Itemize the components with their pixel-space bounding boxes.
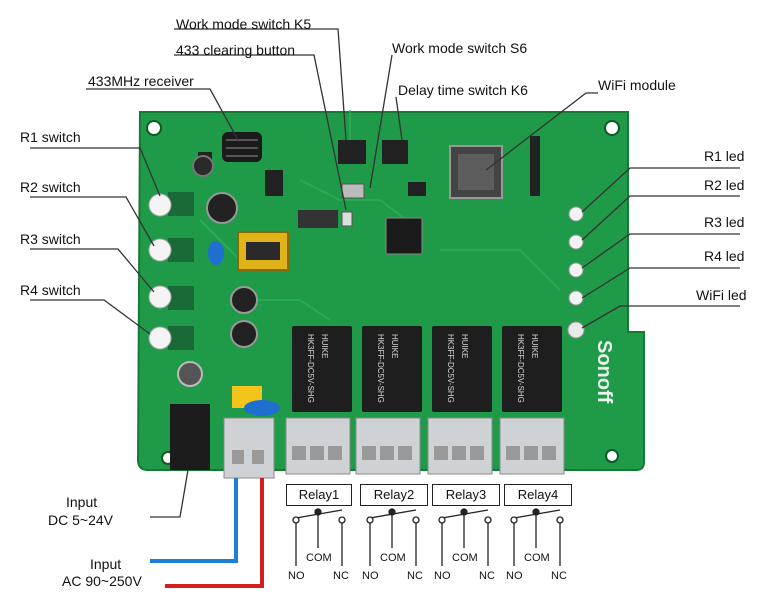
label-receiver: 433MHz receiver [88, 73, 194, 89]
relay4-no: NO [506, 570, 523, 582]
relay2-model: HUIKE [390, 334, 399, 358]
relay1-no: NO [288, 570, 305, 582]
relay3-label: Relay3 [432, 484, 500, 506]
label-input-dc-2: DC 5~24V [48, 512, 113, 528]
dip-switches [298, 140, 426, 228]
relay2-com: COM [380, 552, 406, 564]
relay2-nc: NC [407, 570, 423, 582]
red-wire [165, 478, 264, 588]
receiver-chip [265, 170, 283, 196]
label-r2-switch: R2 switch [20, 179, 81, 195]
led-indicators [567, 206, 585, 339]
blue-wire [150, 478, 238, 563]
capacitors [177, 192, 258, 387]
label-r4-led: R4 led [704, 248, 745, 264]
label-k5: Work mode switch K5 [176, 16, 312, 32]
relay3-nc: NC [479, 570, 495, 582]
relay1-model: HUIKE [320, 334, 329, 358]
label-clear-button: 433 clearing button [176, 42, 296, 58]
contact-symbols [292, 508, 564, 566]
relay2-label: Relay2 [360, 484, 428, 506]
push-switches [148, 192, 194, 350]
relay1-part: HK3FF-DC5V-SHG [306, 334, 315, 403]
relay1-nc: NC [333, 570, 349, 582]
relay4-com: COM [524, 552, 550, 564]
leader-lines [30, 28, 740, 518]
relay1-com: COM [306, 552, 332, 564]
label-r1-switch: R1 switch [20, 129, 81, 145]
relay4-part: HK3FF-DC5V-SHG [516, 334, 525, 403]
label-r3-led: R3 led [704, 214, 745, 230]
inductor [192, 155, 214, 177]
label-r3-switch: R3 switch [20, 231, 81, 247]
pcb-traces [199, 110, 561, 321]
relay3-model: HUIKE [460, 334, 469, 358]
label-input-dc-1: Input [66, 494, 98, 510]
relay3-part: HK3FF-DC5V-SHG [446, 334, 455, 403]
relay4-model: HUIKE [530, 334, 539, 358]
label-wifi-module: WiFi module [598, 77, 676, 93]
relay1-label: Relay1 [286, 484, 352, 506]
label-r2-led: R2 led [704, 177, 745, 193]
label-r1-led: R1 led [704, 148, 745, 164]
label-wifi-led: WiFi led [696, 287, 747, 303]
relay4-label: Relay4 [504, 484, 572, 506]
dc-jack [170, 404, 210, 470]
relay3-no: NO [434, 570, 451, 582]
relay2-part: HK3FF-DC5V-SHG [376, 334, 385, 403]
label-k6: Delay time switch K6 [398, 82, 528, 98]
label-input-ac-2: AC 90~250V [62, 573, 142, 589]
label-r4-switch: R4 switch [20, 282, 81, 298]
relay4-nc: NC [551, 570, 567, 582]
relays [292, 326, 562, 412]
x-capacitor [208, 241, 224, 265]
board-brand: Sonoff [593, 340, 615, 404]
label-s6: Work mode switch S6 [392, 40, 528, 56]
relay2-no: NO [362, 570, 379, 582]
receiver-antenna [222, 132, 262, 162]
label-input-ac-1: Input [90, 556, 122, 572]
relay3-com: COM [452, 552, 478, 564]
mcu-chip [385, 217, 423, 255]
